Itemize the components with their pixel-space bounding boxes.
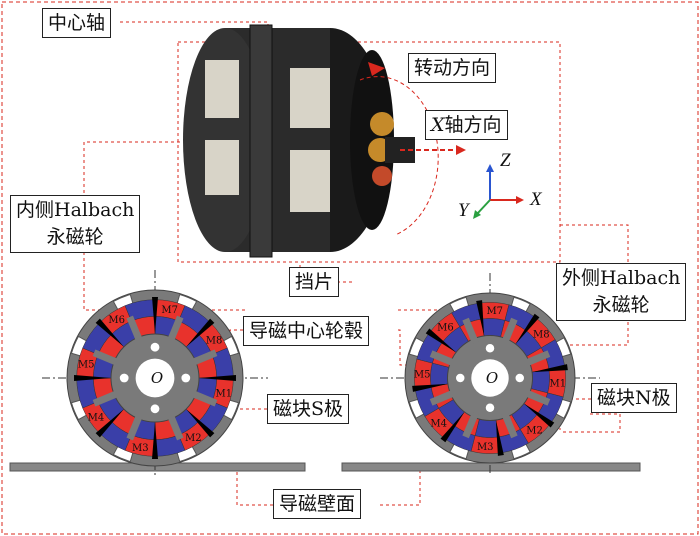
magnetization-arrow-icon (186, 409, 215, 438)
magnet-label: M8 (206, 336, 223, 347)
magnet-label: M4 (430, 419, 447, 430)
label-magnetic-wall: 导磁壁面 (273, 489, 362, 519)
label-inner-halbach-wheel: 内侧Halbach 永磁轮 (10, 195, 141, 253)
magnetization-arrow-icon (152, 297, 158, 334)
magnet-label: M3 (477, 442, 494, 453)
magnet-label: M6 (437, 323, 454, 334)
label-magnet-n-pole: 磁块N极 (591, 383, 677, 413)
magnetization-arrow-icon (532, 364, 568, 373)
x-var: X (431, 114, 445, 136)
magnet-label: M7 (486, 306, 503, 317)
label-magnetic-hub: 导磁中心轮毂 (243, 316, 370, 346)
label-baffle: 挡片 (289, 267, 340, 297)
magnetization-arrow-icon (412, 383, 448, 392)
axis-label-z: Z (500, 150, 511, 171)
magnetization-arrow-icon (476, 300, 485, 336)
magnetization-arrow-icon (515, 313, 540, 345)
magnet-label: M5 (78, 359, 95, 370)
label-x-axis-direction: X轴方向 (425, 110, 508, 140)
magnetization-arrow-icon (95, 318, 124, 347)
magnet-label: M7 (161, 305, 178, 316)
coordinate-axes-icon (473, 164, 524, 219)
magnetization-arrow-icon (425, 328, 457, 353)
magnetization-arrow-icon (440, 411, 465, 443)
x-axis-text: 轴方向 (444, 114, 502, 136)
label-outer-halbach-wheel: 外侧Halbach 永磁轮 (556, 263, 687, 321)
outer-wheel-line1: 外侧Halbach (562, 267, 681, 289)
inner-wheel-line2: 永磁轮 (46, 226, 104, 248)
label-magnet-s-pole: 磁块S极 (267, 394, 350, 424)
axis-label-x: X (530, 189, 542, 210)
magnetization-arrow-icon (495, 420, 504, 456)
inner-wheel-line1: 内侧Halbach (16, 199, 135, 221)
center-hole (135, 358, 175, 398)
magnet-label: M1 (550, 379, 567, 390)
magnetization-arrow-icon (186, 318, 215, 347)
wheel-3d-render (183, 24, 466, 258)
magnetization-arrow-icon (199, 375, 236, 381)
magnet-label: M3 (132, 443, 149, 454)
magnetization-arrow-icon (152, 422, 158, 459)
magnetization-arrow-icon (95, 409, 124, 438)
label-center-shaft: 中心轴 (42, 8, 112, 38)
magnetization-arrow-icon (74, 375, 111, 381)
wall-surface-right (341, 462, 641, 472)
magnet-label: M2 (526, 425, 543, 436)
center-label: O (486, 369, 498, 387)
outer-wheel-line2: 永磁轮 (592, 294, 650, 316)
magnet-label: M5 (414, 369, 431, 380)
center-hole (471, 359, 509, 397)
axis-label-y: Y (458, 200, 469, 221)
magnet-label: M1 (216, 389, 233, 400)
magnet-label: M8 (533, 329, 550, 340)
magnetization-arrow-icon (523, 403, 555, 428)
magnet-label: M6 (108, 315, 125, 326)
label-rotation-direction: 转动方向 (408, 53, 497, 83)
rotation-arrow-icon (368, 62, 385, 76)
center-label: O (151, 369, 163, 387)
magnet-label: M2 (185, 433, 202, 444)
magnet-label: M4 (88, 412, 105, 423)
